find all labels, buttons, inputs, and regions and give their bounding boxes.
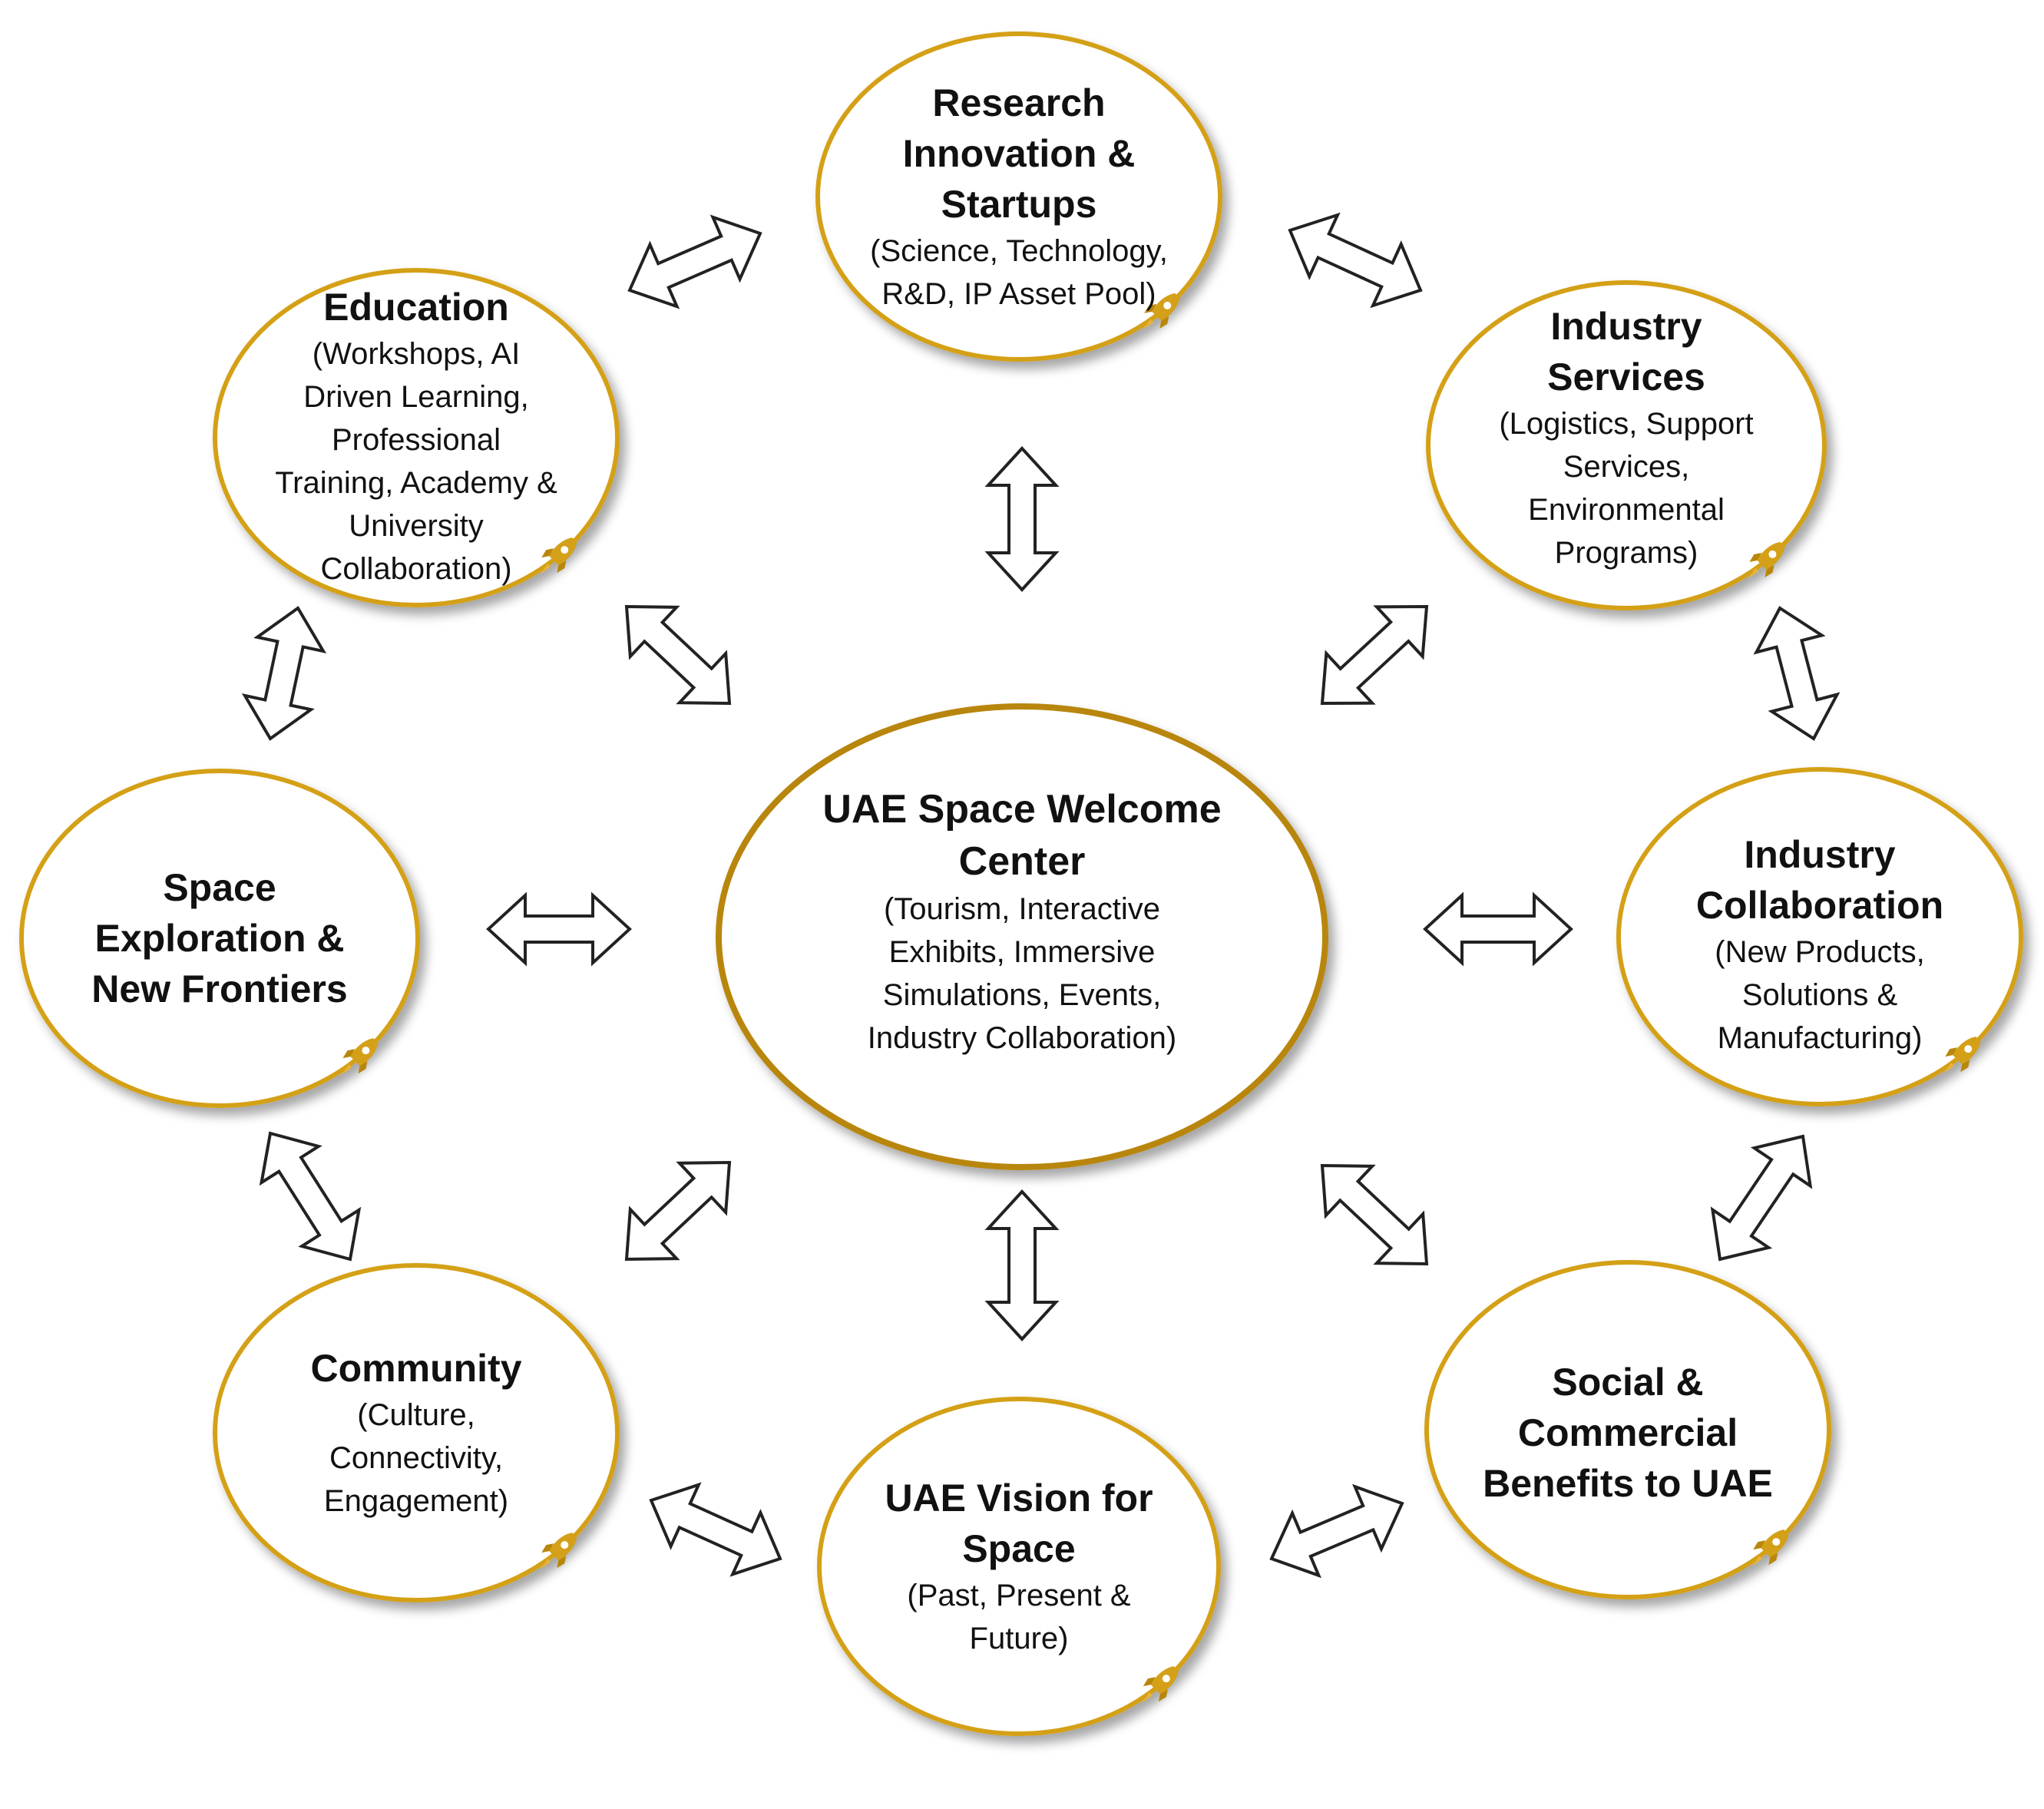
industry-services-ellipse — [1426, 280, 1827, 610]
arrow-community-uae-vision — [649, 1482, 782, 1577]
node-uae-vision-subtitle: (Past, Present & Future) — [907, 1579, 1131, 1655]
node-community-title: Community — [310, 1347, 522, 1390]
arrow-education-center — [624, 604, 732, 706]
arrow-space-exploration-center — [486, 891, 632, 967]
space-exploration-ellipse — [19, 769, 420, 1108]
arrow-industry-collaboration-social — [1710, 1134, 1813, 1262]
node-industry-services-title: Industry Services — [1547, 305, 1705, 399]
center-subtitle: (Tourism, Interactive Exhibits, Immersiv… — [867, 892, 1177, 1055]
uae-vision-ellipse — [817, 1397, 1221, 1736]
node-research-title: Research Innovation & Startups — [902, 81, 1136, 226]
node-ellipses — [19, 31, 2023, 1736]
node-community-text: Community (Culture, Connectivity, Engage… — [255, 1343, 577, 1523]
node-education-text: Education (Workshops, AI Driven Learning… — [255, 282, 577, 590]
center-node-text: UAE Space Welcome Center (Tourism, Inter… — [723, 783, 1321, 1060]
node-education-subtitle: (Workshops, AI Driven Learning, Professi… — [275, 337, 557, 586]
center-title: UAE Space Welcome Center — [822, 787, 1222, 884]
social-commercial-ellipse — [1424, 1260, 1831, 1599]
node-research-subtitle: (Science, Technology, R&D, IP Asset Pool… — [870, 234, 1168, 311]
arrow-research-center — [984, 446, 1060, 592]
node-industry-collaboration-title: Industry Collaboration — [1695, 833, 1944, 927]
arrow-uae-vision-social — [1269, 1483, 1404, 1579]
node-education-title: Education — [323, 286, 509, 329]
node-space-exploration-text: Space Exploration & New Frontiers — [51, 862, 389, 1014]
node-social-commercial-title: Social & Commercial Benefits to UAE — [1483, 1361, 1773, 1505]
arrow-center-uae-vision — [984, 1189, 1060, 1341]
node-industry-services-text: Industry Services (Logistics, Support Se… — [1465, 301, 1788, 574]
node-industry-services-subtitle: (Logistics, Support Services, Environmen… — [1499, 407, 1754, 570]
arrow-education-research — [627, 214, 762, 309]
node-community-subtitle: (Culture, Connectivity, Engagement) — [323, 1398, 509, 1518]
arrow-community-center — [624, 1160, 732, 1262]
node-space-exploration-title: Space Exploration & New Frontiers — [91, 866, 348, 1010]
node-uae-vision-title: UAE Vision for Space — [885, 1477, 1153, 1570]
arrow-research-industry-services — [1288, 212, 1423, 309]
education-ellipse — [213, 268, 620, 607]
arrow-industry-services-center — [1320, 604, 1429, 706]
community-ellipse — [213, 1263, 620, 1602]
arrow-industry-services-industry-collaboration — [1753, 606, 1841, 741]
node-social-commercial-text: Social & Commercial Benefits to UAE — [1459, 1357, 1797, 1509]
arrow-center-industry-collaboration — [1423, 891, 1573, 967]
industry-collaboration-ellipse — [1616, 767, 2023, 1106]
connector-arrows — [241, 212, 1841, 1579]
node-industry-collaboration-text: Industry Collaboration (New Products, So… — [1651, 829, 1989, 1060]
node-research-text: Research Innovation & Startups (Science,… — [858, 78, 1180, 316]
center-ellipse — [716, 703, 1328, 1170]
arrow-education-space-exploration — [241, 606, 327, 741]
node-uae-vision-text: UAE Vision for Space (Past, Present & Fu… — [858, 1473, 1180, 1660]
arrow-center-social — [1320, 1163, 1429, 1266]
research-ellipse — [815, 31, 1222, 362]
node-industry-collaboration-subtitle: (New Products, Solutions & Manufacturing… — [1715, 935, 1925, 1055]
arrow-space-exploration-community — [259, 1131, 362, 1262]
